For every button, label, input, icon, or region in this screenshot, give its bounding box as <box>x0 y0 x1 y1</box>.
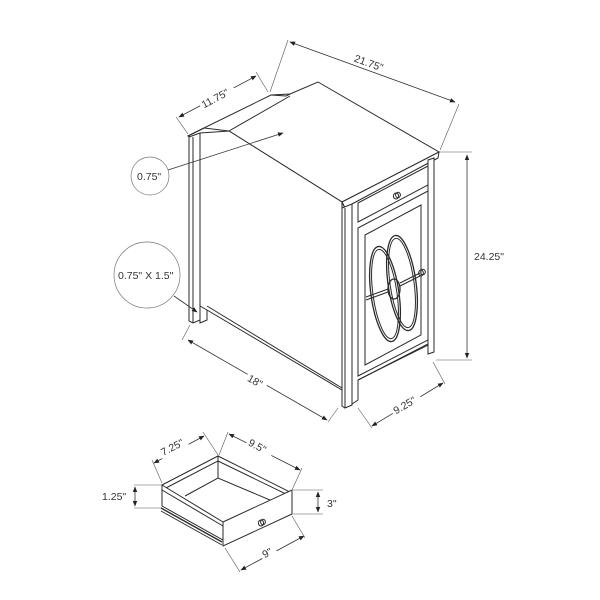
label-top-thickness: 0.75" <box>137 171 161 183</box>
dimension-drawer-side-height <box>132 484 162 509</box>
cabinet-drawer-front <box>357 165 429 223</box>
drawer-side <box>161 484 224 541</box>
cabinet <box>186 81 441 409</box>
label-drawer-side-height: 1.25" <box>102 491 126 503</box>
drawer-detail <box>160 455 293 547</box>
callout-top-thickness <box>130 132 284 196</box>
dimension-overall-height <box>436 151 472 361</box>
drawer-front <box>222 489 293 547</box>
dimension-overall-width <box>269 39 460 151</box>
label-leg-size: 0.75" X 1.5" <box>118 270 174 282</box>
cabinet-rear-leg <box>188 132 201 324</box>
callout-leg-size <box>113 241 198 313</box>
label-overall-height: 24.25" <box>474 251 504 263</box>
door-ornament <box>365 234 421 343</box>
label-drawer-front-height: 3" <box>327 498 337 510</box>
cabinet-front-leg <box>341 203 353 409</box>
drawer-detail-knob-icon <box>257 518 266 527</box>
dimension-drawer-front-height <box>293 489 323 515</box>
door-knob-icon <box>418 268 426 277</box>
drawer-knob-icon <box>392 191 401 200</box>
